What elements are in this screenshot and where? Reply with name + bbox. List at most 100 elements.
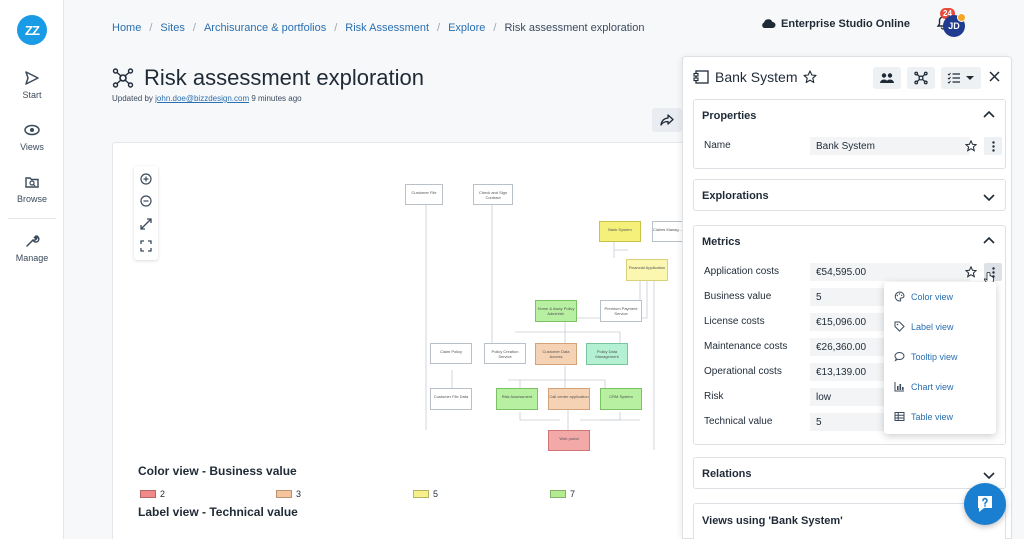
breadcrumb-separator: / [192, 22, 196, 34]
caret-down-icon [966, 76, 974, 80]
application-component-icon [693, 70, 709, 84]
page-header: Risk assessment exploration [112, 65, 424, 91]
more-options-button[interactable] [984, 137, 1002, 155]
metric-value[interactable]: €13,139.00 [810, 363, 892, 381]
zoom-out-icon [140, 195, 152, 207]
legend-color-title: Color view - Business value [138, 464, 297, 478]
notification-count: 24 [940, 8, 955, 19]
legend-item: 5 [413, 489, 438, 499]
chevron-down-icon [983, 472, 995, 480]
menu-item-color-view[interactable]: Color view [894, 291, 953, 302]
breadcrumb-archisurance[interactable]: Archisurance & portfolios [203, 22, 327, 34]
breadcrumb-risk-assessment[interactable]: Risk Assessment [345, 22, 430, 34]
studio-switcher[interactable]: Enterprise Studio Online [760, 18, 910, 30]
property-name-value[interactable]: Bank System [810, 137, 970, 155]
share-button[interactable] [652, 108, 682, 132]
legend-label-title: Label view - Technical value [138, 505, 298, 519]
diagram-node[interactable]: Web portal [548, 430, 590, 451]
section-relations[interactable]: Relations [693, 457, 1006, 489]
metric-value[interactable]: €15,096.00 [810, 313, 892, 331]
explore-button[interactable] [907, 67, 935, 89]
breadcrumb-sites[interactable]: Sites [160, 22, 185, 34]
menu-item-tooltip-view[interactable]: Tooltip view [894, 351, 958, 362]
diagram-node[interactable]: Customer File Data [430, 388, 472, 410]
close-button[interactable] [989, 71, 1000, 85]
diagram-node[interactable]: Home & Away Policy Administr. [535, 300, 577, 322]
metric-value[interactable]: 5 [810, 413, 892, 431]
collapse-button[interactable] [983, 235, 995, 249]
star-icon [964, 265, 978, 278]
star-icon [964, 139, 978, 152]
diagram-node[interactable]: Risk Assessment [496, 388, 538, 410]
diagram-node[interactable]: Policy Data Management [586, 343, 628, 365]
expand-button[interactable] [983, 191, 995, 205]
people-button[interactable] [873, 67, 901, 89]
nav-browse[interactable]: Browse [0, 174, 64, 204]
diagram-node[interactable]: Check and Sign Contract [473, 184, 513, 205]
fullscreen-icon [140, 240, 152, 252]
expand-arrows-icon [140, 218, 152, 230]
diagram-node-selected[interactable]: Bank System [599, 221, 641, 242]
menu-item-chart-view[interactable]: Chart view [894, 381, 954, 392]
collapse-button[interactable] [983, 109, 995, 123]
updated-user-link[interactable]: john.doe@bizzdesign.com [155, 94, 250, 103]
diagram-node[interactable]: Customer File [405, 184, 443, 205]
zoom-out-button[interactable] [139, 194, 153, 208]
diagram-node[interactable]: Customer Data Access [535, 343, 577, 365]
diagram-canvas[interactable] [112, 142, 702, 539]
list-options-button[interactable] [941, 67, 981, 89]
metric-value[interactable]: €54,595.00 [810, 263, 970, 281]
diagram-node[interactable]: CRM System [600, 388, 642, 410]
fullscreen-button[interactable] [139, 239, 153, 253]
menu-item-label-view[interactable]: Label view [894, 321, 954, 332]
nav-views[interactable]: Views [0, 122, 64, 152]
diagram-node[interactable]: Premium Payment Service [600, 300, 642, 322]
hand-cursor-icon [984, 272, 994, 285]
help-chat-button[interactable] [964, 483, 1006, 525]
star-icon[interactable] [803, 70, 818, 84]
panel-header: Bank System [683, 57, 1013, 97]
diagram-node[interactable]: Claim Policy [430, 343, 472, 364]
chevron-up-icon [983, 110, 995, 118]
panel-title-group: Bank System [693, 69, 818, 85]
help-chat-icon [978, 496, 992, 512]
star-button[interactable] [964, 265, 978, 281]
metric-value[interactable]: low [810, 388, 892, 406]
nav-manage[interactable]: Manage [0, 233, 64, 263]
view-options-menu: Color view Label view Tooltip view Chart… [884, 282, 996, 434]
legend-swatch [413, 490, 429, 498]
metric-value[interactable]: €26,360.00 [810, 338, 892, 356]
breadcrumb-explore[interactable]: Explore [448, 22, 486, 34]
metric-label: Application costs [704, 266, 780, 277]
updated-info: Updated by john.doe@bizzdesign.com 9 min… [112, 94, 302, 103]
updated-time: 9 minutes ago [251, 94, 302, 103]
section-explorations[interactable]: Explorations [693, 179, 1006, 211]
diagram-node[interactable]: Policy Creation Service [484, 343, 526, 364]
breadcrumb-separator: / [493, 22, 497, 34]
nav-start[interactable]: Start [0, 70, 64, 100]
app-logo[interactable]: ZZ [17, 15, 47, 45]
expand-button[interactable] [983, 469, 995, 483]
metric-value[interactable]: 5 [810, 288, 892, 306]
section-title: Relations [702, 468, 752, 480]
chevron-down-icon [983, 194, 995, 202]
fit-button[interactable] [139, 217, 153, 231]
diagram-node[interactable]: Financial Application [626, 259, 668, 281]
section-title: Views using 'Bank System' [702, 515, 843, 527]
zoom-in-button[interactable] [139, 172, 153, 186]
diagram-node[interactable]: Claims Manag... [652, 221, 682, 242]
details-panel: Bank System Properties Name Bank System … [682, 56, 1012, 539]
star-button[interactable] [964, 139, 978, 155]
section-title: Properties [702, 110, 757, 122]
section-title: Metrics [702, 236, 741, 248]
metric-label: Technical value [704, 416, 773, 427]
diagram-node[interactable]: Call center application [548, 388, 590, 410]
close-icon [989, 71, 1000, 82]
section-views-using[interactable]: Views using 'Bank System' [693, 503, 1006, 539]
breadcrumb-home[interactable]: Home [112, 22, 142, 34]
legend-item: 3 [276, 489, 301, 499]
nav-divider [8, 218, 56, 219]
breadcrumb-separator: / [149, 22, 153, 34]
menu-item-table-view[interactable]: Table view [894, 411, 953, 422]
legend-item: 2 [140, 489, 165, 499]
